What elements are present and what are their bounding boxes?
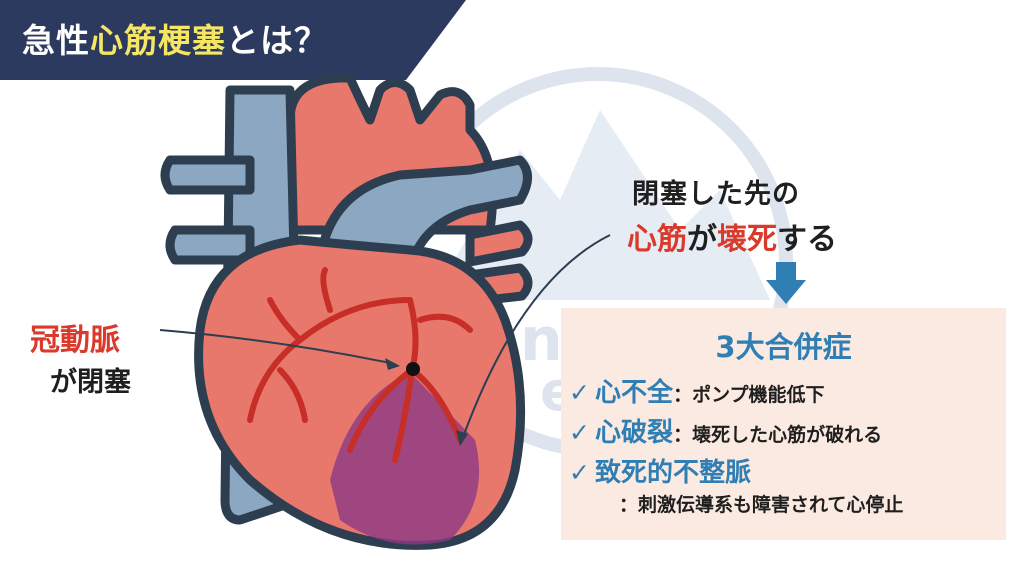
- complication-name: 致死的不整脈: [595, 458, 752, 488]
- label-occlusion: が閉塞: [50, 367, 131, 398]
- pulmonary-vein-left: [160, 155, 255, 195]
- complication-item-arrhythmia: ✓ 致死的不整脈: [569, 452, 751, 489]
- check-icon: ✓: [569, 458, 590, 487]
- title-banner: 急性心筋梗塞とは？: [0, 0, 470, 80]
- occlusion-point: [406, 362, 420, 376]
- note-particle: が: [687, 222, 717, 257]
- complication-item-rupture: ✓ 心破裂：壊死した心筋が破れる: [569, 412, 882, 449]
- title-suffix: とは？: [226, 21, 328, 60]
- check-icon: ✓: [569, 418, 590, 447]
- complications-panel: 3大合併症 ✓ 心不全：ポンプ機能低下 ✓ 心破裂：壊死した心筋が破れる ✓ 致…: [561, 308, 1006, 540]
- pulmonary-vein-right: [465, 220, 533, 267]
- note-suffix: する: [777, 222, 837, 257]
- arrow-to-occlusion: [159, 329, 396, 365]
- complication-desc: ：壊死した心筋が破れる: [673, 424, 883, 446]
- complication-name: 心破裂: [595, 418, 674, 448]
- title-prefix: 急性: [22, 21, 90, 60]
- complication-desc: ：刺激伝導系も障害されて心停止: [619, 494, 904, 516]
- label-note-line2: 心筋が壊死する: [627, 214, 837, 258]
- check-icon: ✓: [569, 378, 590, 407]
- note-necrosis: 壊死: [717, 222, 777, 257]
- complication-item-heart-failure: ✓ 心不全：ポンプ機能低下: [569, 372, 825, 409]
- banner-background: [0, 0, 466, 80]
- page-title: 急性心筋梗塞とは？: [22, 14, 328, 62]
- complication-name: 心不全: [595, 378, 674, 408]
- note-myocardium: 心筋: [627, 222, 687, 257]
- title-highlight: 心筋梗塞: [90, 21, 226, 60]
- panel-title: 3大合併症: [715, 330, 852, 364]
- down-arrow-icon: [766, 262, 806, 304]
- arrow-to-infarct: [461, 234, 611, 441]
- label-note-line1: 閉塞した先の: [632, 179, 800, 210]
- complication-desc: ：ポンプ機能低下: [673, 384, 825, 406]
- label-coronary-artery: 冠動脈: [30, 323, 120, 358]
